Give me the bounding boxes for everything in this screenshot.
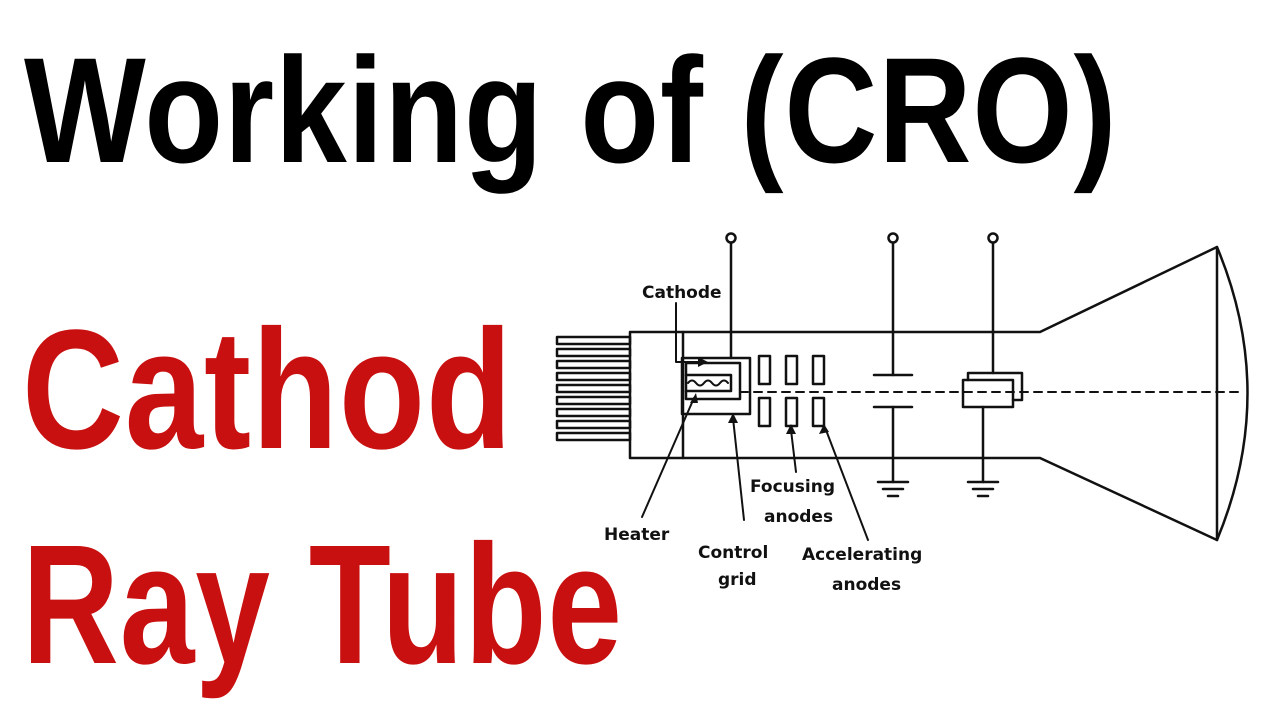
label-accelerating-line1: Accelerating [802,545,922,565]
label-cathode: Cathode [642,283,722,303]
base-pins [555,335,632,442]
label-heater: Heater [604,525,670,545]
leader-lines [641,302,869,541]
subtitle-ray-tube: Ray Tube [22,510,623,700]
control-grid [680,232,752,416]
cathode [684,361,742,401]
label-focusing-line2: anodes [764,507,833,527]
label-focusing-line1: Focusing [750,477,835,497]
horizontal-deflection-plates [961,232,1024,498]
leader-arrowheads [690,357,829,434]
subtitle-cathod: Cathod [22,295,513,485]
label-control-grid-line1: Control [698,543,768,563]
label-accelerating-line2: anodes [832,575,901,595]
heater-coil [687,379,729,387]
label-control-grid-line2: grid [718,570,757,590]
title: Working of (CRO) [24,26,1118,194]
vertical-deflection-plates [872,232,914,498]
tube-envelope [628,245,1249,542]
